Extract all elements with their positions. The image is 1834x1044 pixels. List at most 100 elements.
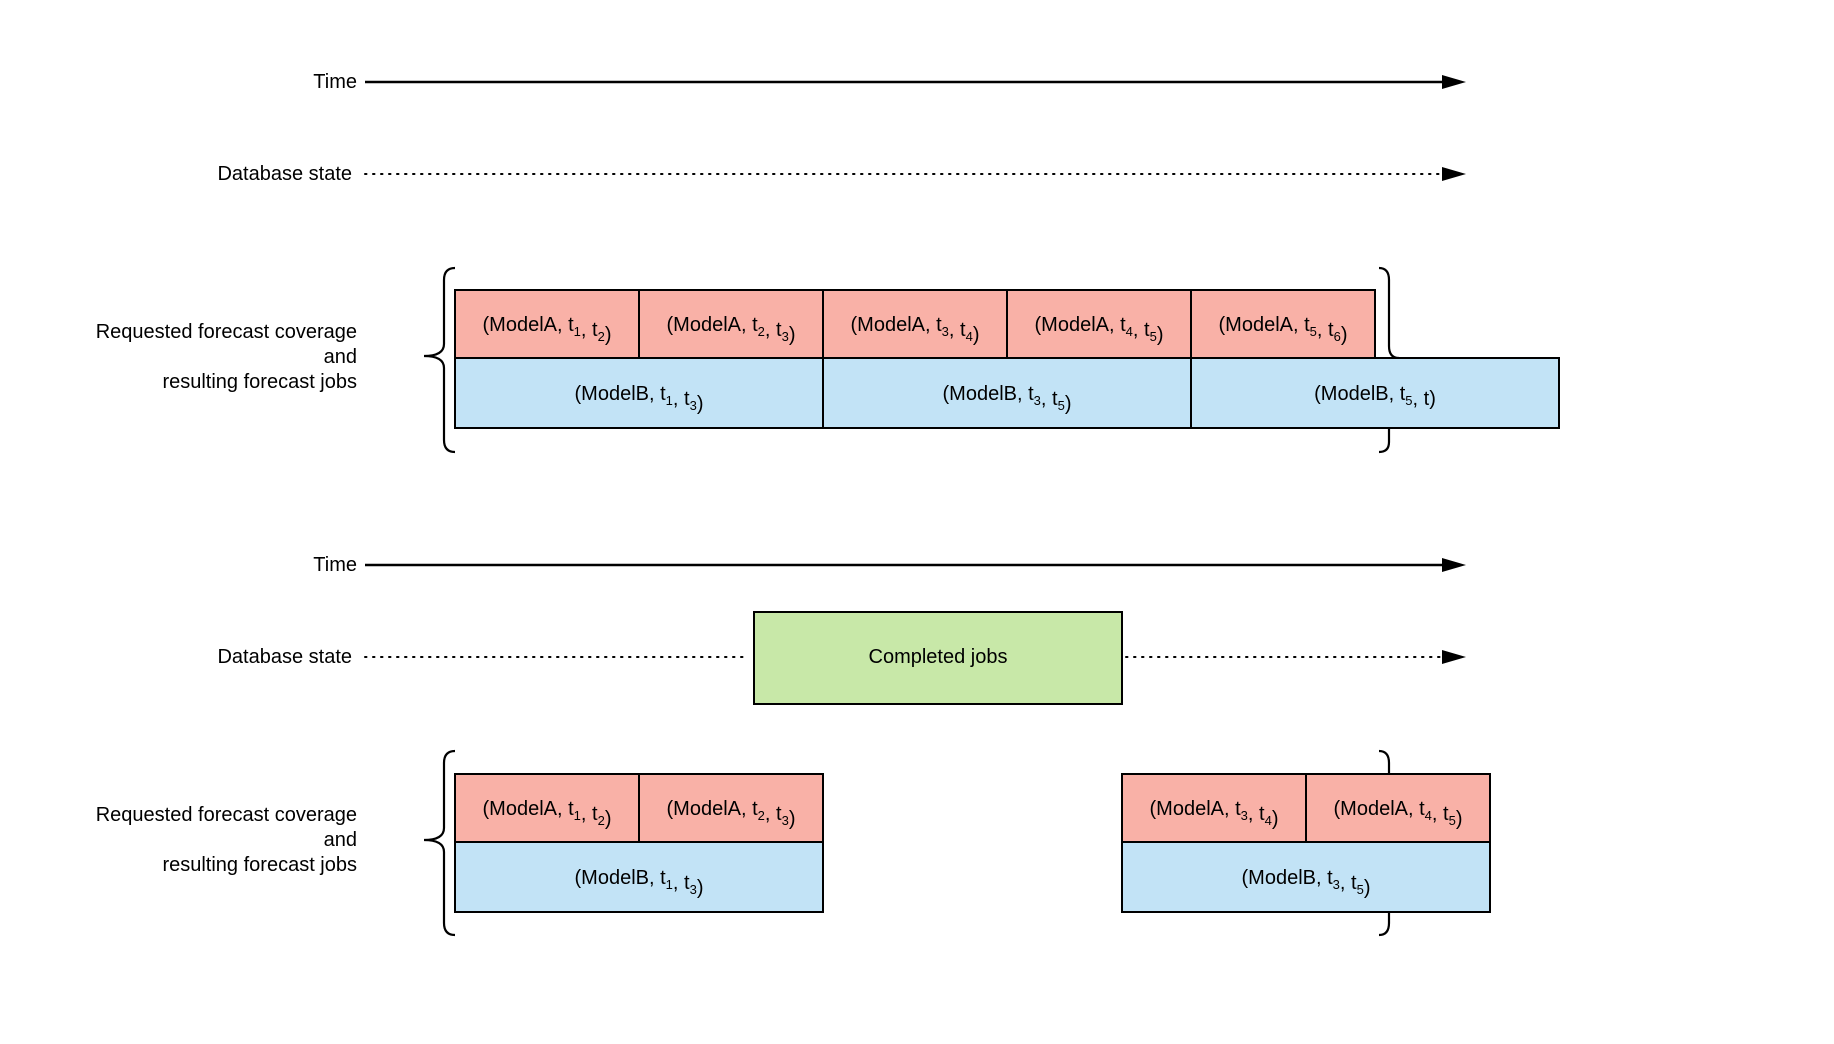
model-b-job: (ModelB, t3, t5) [1121,841,1491,913]
model-a-job-rect [1006,289,1192,359]
job-time-symbol: t [1304,314,1310,336]
coverage-label: Requested forecast coverage and resultin… [96,804,357,876]
job-time-symbol: t [776,803,782,825]
left-curly-brace [423,266,456,454]
job-time-subscript: 5 [1405,393,1412,408]
database-state-label: Database state [217,163,352,185]
model-b-job-label: (ModelB, t3, t5) [1242,867,1371,899]
job-time-subscript: 2 [758,808,765,823]
model-b-job: (ModelB, t1, t3) [454,357,824,429]
database-state-arrowhead [1442,650,1466,664]
job-time-subscript: 2 [598,329,605,344]
model-a-job-label: (ModelA, t5, t6) [1219,314,1348,346]
job-time-symbol: t [1259,803,1265,825]
model-b-job-rect [822,357,1192,429]
model-a-job-label: (ModelA, t1, t2) [483,314,612,346]
job-time-symbol: t [592,319,598,341]
model-a-jobs-row: (ModelA, t1, t2) (ModelA, t2, t3) (ModelA,… [454,289,1376,359]
database-state-label: Database state [217,646,352,668]
job-time-subscript: 3 [690,882,697,897]
model-a-job-label: (ModelA, t4, t5) [1035,314,1164,346]
model-a-job-rect [1305,773,1491,843]
model-a-job: (ModelA, t1, t2) [454,289,640,359]
model-b-job-rect [454,357,824,429]
job-time-subscript: 4 [1265,813,1272,828]
time-axis-label: Time [313,71,357,93]
panel-bottom: Time Database state Completed jobs Reque… [96,554,1491,937]
model-a-job: (ModelA, t4, t5) [1305,773,1491,843]
database-state-arrowhead [1442,167,1466,181]
job-time-symbol: t [752,798,758,820]
model-a-job-label: (ModelA, t3, t4) [851,314,980,346]
coverage-label-line: resulting forecast jobs [162,854,357,876]
job-time-subscript: 3 [1241,808,1248,823]
job-time-symbol: t [1443,803,1449,825]
job-time-subscript: 6 [1334,329,1341,344]
job-time-subscript: 4 [1425,808,1432,823]
model-a-job: (ModelA, t1, t2) [454,773,640,843]
model-b-job: (ModelB, t5, t) [1190,357,1560,429]
job-time-subscript: 1 [666,393,673,408]
job-time-symbol: t [1120,314,1126,336]
job-time-symbol: t [1327,867,1333,889]
completed-jobs-label: Completed jobs [869,646,1008,668]
model-b-job-label: (ModelB, t1, t3) [575,383,704,415]
job-time-symbol: t [1052,388,1058,410]
panel-top: Time Database state Requested forecast c… [96,71,1560,454]
model-a-job: (ModelA, t3, t4) [1121,773,1307,843]
job-time-symbol: t [1400,383,1406,405]
job-time-subscript: 3 [782,813,789,828]
job-time-subscript: 5 [1357,882,1364,897]
model-b-job: (ModelB, t1, t3) [454,841,824,913]
time-axis-arrowhead [1442,558,1466,572]
job-time-subscript: 1 [574,324,581,339]
job-time-symbol: t [1028,383,1034,405]
completed-jobs-box: Completed jobs [753,611,1123,705]
job-time-subscript: 3 [1034,393,1041,408]
model-b-job-rect [454,841,824,913]
model-a-job-rect [1121,773,1307,843]
time-axis-arrowhead [1442,75,1466,89]
job-time-symbol: t [568,314,574,336]
job-time-subscript: 3 [942,324,949,339]
job-time-subscript: 4 [1126,324,1133,339]
job-time-symbol: t [1419,798,1425,820]
left-model-a-jobs-row: (ModelA, t1, t2) (ModelA, t2, t3) [454,773,824,843]
job-time-symbol: t [1328,319,1334,341]
job-time-symbol: t [684,872,690,894]
job-time-symbol: t [568,798,574,820]
job-time-subscript: 1 [574,808,581,823]
job-time-symbol: t [1144,319,1150,341]
job-time-subscript: 2 [598,813,605,828]
job-time-symbol: t [1424,388,1430,410]
coverage-label-line: and [324,829,357,851]
model-b-job-rect [1190,357,1560,429]
right-model-a-jobs-row: (ModelA, t3, t4) (ModelA, t4, t5) [1121,773,1491,843]
coverage-label-line: Requested forecast coverage [96,321,357,343]
job-time-symbol: t [684,388,690,410]
job-time-symbol: t [1235,798,1241,820]
coverage-label-line: resulting forecast jobs [162,371,357,393]
job-time-subscript: 3 [690,398,697,413]
coverage-label: Requested forecast coverage and resultin… [96,321,357,393]
model-a-job-label: (ModelA, t4, t5) [1334,798,1463,830]
job-time-subscript: 4 [966,329,973,344]
job-time-subscript: 3 [1333,877,1340,892]
coverage-label-line: Requested forecast coverage [96,804,357,826]
model-a-job: (ModelA, t2, t3) [638,773,824,843]
job-time-symbol: t [960,319,966,341]
job-time-subscript: 5 [1449,813,1456,828]
right-bracket-lower [1378,428,1391,454]
model-a-job: (ModelA, t3, t4) [822,289,1008,359]
left-curly-brace [423,749,456,937]
job-time-subscript: 5 [1058,398,1065,413]
model-b-job-label: (ModelB, t5, t) [1314,383,1436,410]
job-time-subscript: 3 [782,329,789,344]
model-a-job-label: (ModelA, t2, t3) [667,314,796,346]
model-a-job-label: (ModelA, t1, t2) [483,798,612,830]
right-bracket-lower [1378,912,1391,937]
job-time-subscript: 2 [758,324,765,339]
completed-jobs-rect [753,611,1123,705]
job-time-symbol: t [592,803,598,825]
